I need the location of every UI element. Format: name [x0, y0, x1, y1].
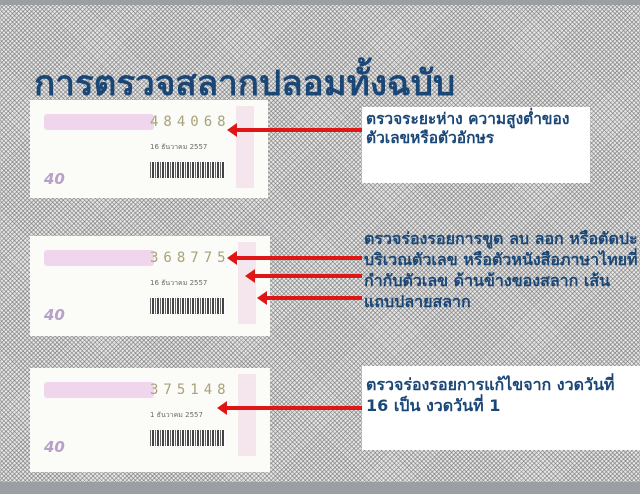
ticket-price: 40 [44, 306, 65, 324]
ticket-number: 484068 [150, 114, 231, 130]
ticket-header [44, 382, 154, 398]
ticket-number: 375148 [150, 382, 231, 398]
top-band [0, 0, 640, 5]
ticket-side-strip [238, 242, 256, 324]
lottery-ticket-image: 484068 16 ธันวาคม 2557 40 [30, 100, 268, 198]
red-arrow [217, 401, 362, 415]
bottom-band [0, 482, 640, 494]
note-spacing: ตรวจระยะห่าง ความสูงต่ำของตัวเลขหรือตัวอ… [362, 107, 590, 183]
red-arrow [245, 269, 362, 283]
red-arrow [257, 291, 362, 305]
ticket-date: 1 ธันวาคม 2557 [150, 411, 203, 419]
slide-title: การตรวจสลากปลอมทั้งฉบับ [34, 64, 456, 104]
ticket-side-strip [236, 106, 254, 188]
note-date-edit: ตรวจร่องรอยการแก้ไขจาก งวดวันที่ 16 เป็น… [362, 366, 640, 450]
ticket-price: 40 [44, 170, 65, 188]
red-arrow [227, 251, 362, 265]
ticket-header [44, 114, 154, 130]
ticket-date: 16 ธันวาคม 2557 [150, 279, 208, 287]
red-arrow [227, 123, 362, 137]
ticket-date: 16 ธันวาคม 2557 [150, 143, 208, 151]
ticket-header [44, 250, 154, 266]
ticket-price: 40 [44, 438, 65, 456]
barcode [150, 430, 225, 446]
barcode [150, 162, 225, 178]
barcode [150, 298, 225, 314]
ticket-number: 368775 [150, 250, 231, 266]
note-tampering: ตรวจร่องรอยการขูด ลบ ลอก หรือตัดปะ บริเว… [364, 229, 638, 311]
lottery-ticket-image: 375148 1 ธันวาคม 2557 40 [30, 368, 270, 472]
ticket-side-strip [238, 374, 256, 456]
